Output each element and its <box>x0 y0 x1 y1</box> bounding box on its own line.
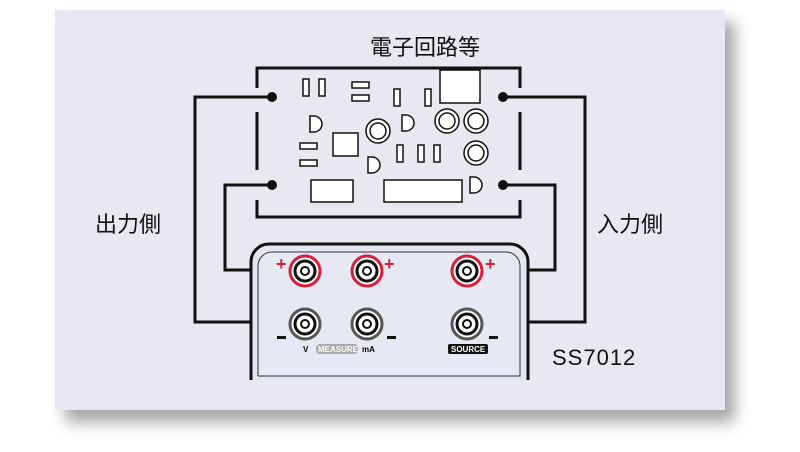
circuit-title: 電子回路等 <box>370 36 481 61</box>
circuit-board <box>255 66 522 219</box>
terminal-ma-plus <box>350 254 384 288</box>
terminal-v-plus <box>288 254 322 288</box>
board-terminals <box>267 92 508 190</box>
source-label: SOURCE <box>451 345 486 354</box>
output-side-label: 出力側 <box>95 213 162 238</box>
terminal-ma-minus <box>350 307 384 341</box>
board-components <box>299 69 489 203</box>
input-side-label: 入力側 <box>597 213 664 238</box>
plus-sign: + <box>276 254 287 274</box>
measure-label: MEASURE <box>318 345 359 354</box>
terminal-source-plus <box>450 254 484 288</box>
terminal-com-minus <box>288 307 322 341</box>
device-terminals[interactable] <box>288 254 484 341</box>
device-model: SS7012 <box>552 345 637 370</box>
ma-label: mA <box>362 345 375 354</box>
plus-sign: + <box>485 254 496 274</box>
plus-sign: + <box>384 254 395 274</box>
v-label: V <box>303 345 309 354</box>
terminal-source-minus <box>450 307 484 341</box>
